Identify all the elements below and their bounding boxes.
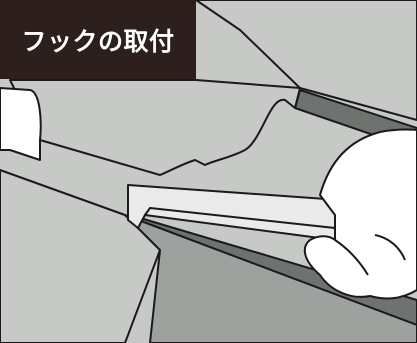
middle-tile-row (9, 79, 301, 176)
title-label: フックの取付 (0, 0, 196, 79)
right-hand-finger-line (334, 239, 369, 276)
right-hand-knuckle-line (374, 234, 406, 261)
upper-tile-row (195, 0, 417, 121)
right-hand (303, 128, 417, 300)
title-text: フックの取付 (21, 26, 175, 56)
hook-edge-line (144, 207, 336, 229)
lower-tile-row (124, 214, 417, 343)
left-hand (0, 87, 42, 161)
lower-left-tile (0, 169, 161, 343)
